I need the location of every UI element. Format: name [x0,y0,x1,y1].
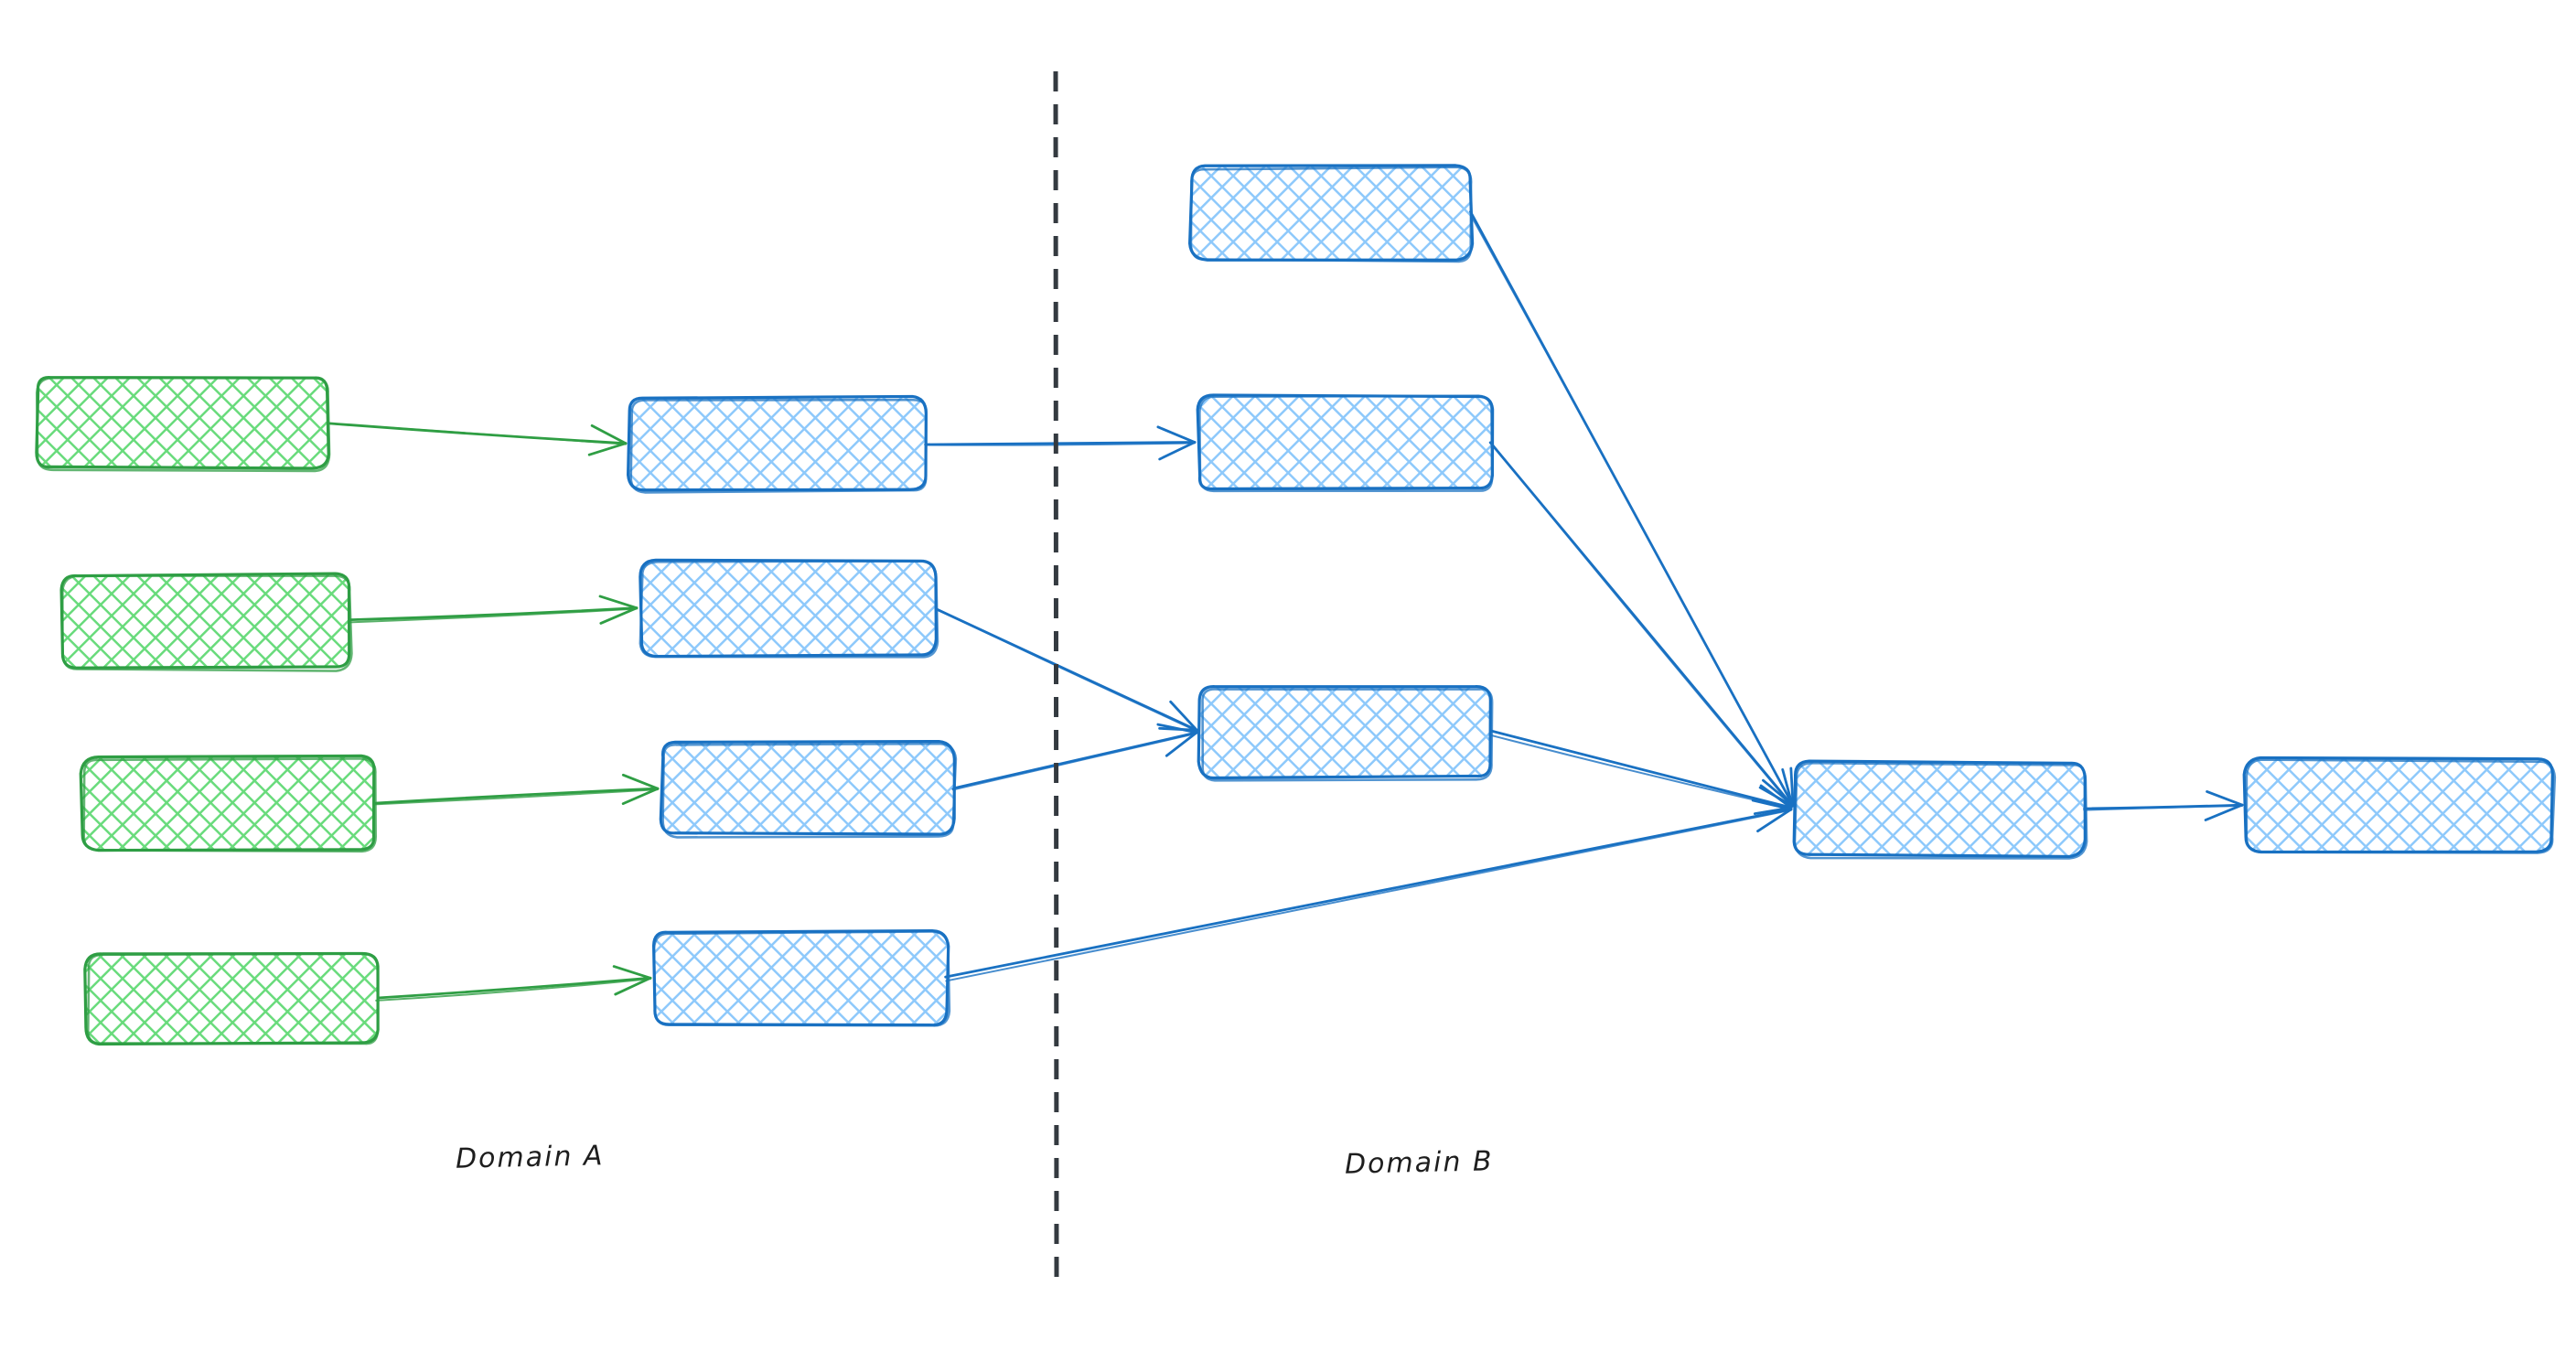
node-outline [1201,688,1494,782]
edge-b2-c3[interactable] [934,607,1198,733]
domain-a-stage-3[interactable] [659,739,958,839]
domain-b-label: Domain B [1344,1145,1494,1181]
arrowhead-barb-2 [1789,766,1795,807]
edge-line [373,788,660,806]
arrowhead-barb-2 [598,595,639,610]
edge-line [349,606,639,622]
arrowhead-barb-2 [612,965,652,980]
arrowhead-barb-1 [1165,731,1198,757]
arrowhead-barb-2 [590,423,628,445]
node-fill-hatch [82,757,375,849]
edge-line [2083,804,2243,811]
arrowhead-barb-1 [587,442,628,456]
edge-c3-hub[interactable] [1488,729,1793,816]
domain-a-stage-1[interactable] [627,394,928,494]
domain-b-stage-3[interactable] [1197,685,1494,782]
node-outline [82,757,377,853]
edge-a3-b3[interactable] [373,773,660,806]
divider-group [1053,70,1059,1281]
edge-line [1488,729,1793,809]
domain-a-input-3[interactable] [79,754,377,853]
node-fill-hatch [629,398,926,489]
edge-line [934,607,1198,733]
domain-b-stage-2[interactable] [1196,393,1495,493]
edge-line [374,787,660,805]
node-fill-hatch [1198,395,1491,489]
node-fill-hatch [2246,759,2552,851]
edge-line [376,976,652,1000]
node-outline [1198,394,1494,493]
edge-line [1468,212,1795,808]
arrowhead-barb-2 [2206,790,2244,807]
node-fill-hatch [62,574,349,668]
arrowhead-barb-1 [621,787,660,806]
edge-line [945,809,1793,982]
domain-a-stage-2[interactable] [639,558,939,659]
domain-b-aggregator[interactable] [1792,759,2088,860]
node-outline [652,930,951,1027]
node-fill-hatch [37,377,327,468]
domain-a-input-2[interactable] [59,572,353,672]
arrowhead-barb-1 [1158,441,1197,461]
arrowhead-barb-2 [1759,784,1793,809]
node-outline [639,560,939,659]
node-outline [2245,758,2557,854]
node-outline [661,742,958,839]
arrowhead-barb-1 [1753,806,1793,816]
edge-line [1489,734,1793,809]
edge-c1-hub[interactable] [1468,210,1795,808]
arrowhead-barb-2 [621,773,660,790]
edge-b3-c3[interactable] [950,723,1198,791]
arrowhead-barb-2 [1156,425,1197,444]
node-fill-hatch [640,561,935,655]
domain-a-input-1[interactable] [35,376,331,473]
domain-divider[interactable] [1053,70,1059,1281]
node-outline [629,398,928,494]
node-fill-hatch [1200,686,1491,777]
node-outline [1793,761,2088,860]
edge-line [926,442,1196,446]
domain-a-stage-4[interactable] [651,928,951,1027]
arrowhead-barb-1 [1756,808,1793,833]
arrowhead-barb-2 [1169,700,1198,732]
node-fill-hatch [86,953,377,1043]
node-outline [87,952,380,1045]
node-outline [1189,166,1473,263]
edge-line [349,607,639,624]
edge-c2-hub[interactable] [1488,441,1794,808]
edge-b1-c2[interactable] [924,425,1197,461]
edge-line [1490,442,1794,808]
edge-b4-hub[interactable] [944,799,1793,982]
arrowhead-barb-1 [614,976,652,996]
edge-group [325,210,2244,1002]
node-fill-hatch [1191,166,1471,259]
edge-line [944,808,1793,979]
edge-line [325,422,628,445]
edge-a1-b1[interactable] [325,422,628,456]
node-fill-hatch [654,931,947,1024]
arrowhead-barb-1 [2204,803,2244,821]
node-fill-hatch [1795,762,2084,855]
node-outline [61,574,353,672]
edge-line [375,978,652,1002]
domain-b-output[interactable] [2242,756,2557,854]
node-group [35,164,2557,1046]
node-outline [35,376,331,473]
arrowhead-barb-2 [1156,723,1198,734]
edge-line [951,732,1198,791]
domain-b-stage-1[interactable] [1188,164,1475,263]
domain-a-input-4[interactable] [83,951,380,1046]
node-fill-hatch [661,743,953,834]
domain-a-label: Domain A [455,1140,605,1175]
arrowhead-barb-2 [1781,767,1794,808]
edge-hub-final[interactable] [2083,790,2244,821]
arrowhead-barb-1 [599,606,639,625]
edge-a2-b2[interactable] [349,595,639,625]
edge-a4-b4[interactable] [375,965,652,1002]
